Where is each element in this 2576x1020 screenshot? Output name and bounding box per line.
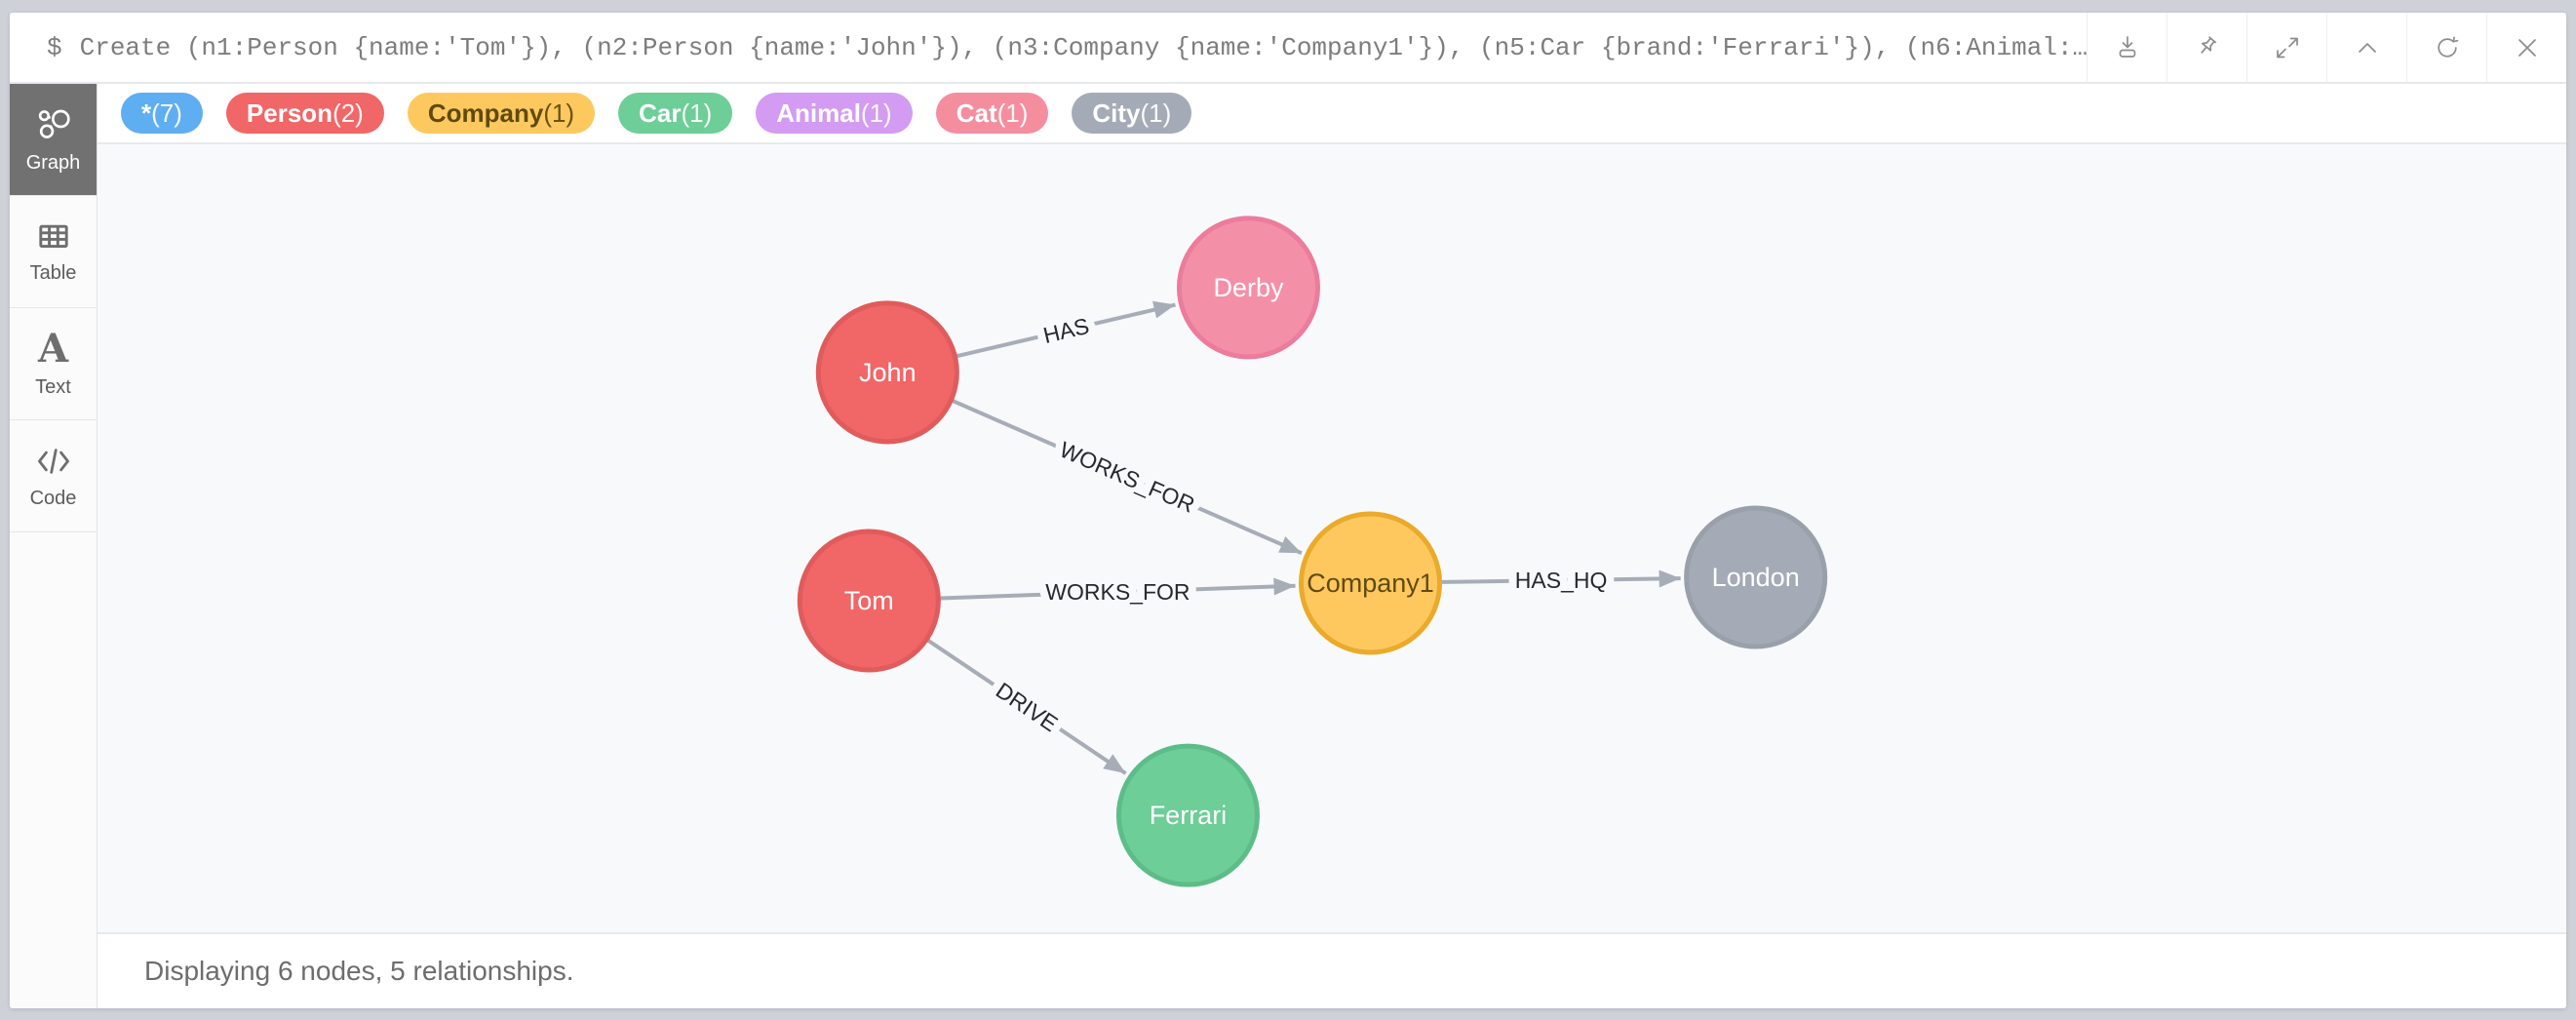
legend-pill-company[interactable]: Company(1) [407, 93, 596, 134]
download-button[interactable] [2087, 13, 2166, 82]
graph-canvas[interactable]: HAS WORKS_FOR WORKS_FOR HAS_HQ DRIVE John Derb… [98, 144, 2566, 932]
edge-label-drive: DRIVE [992, 678, 1063, 737]
graph-node-derby[interactable]: Derby [1176, 216, 1320, 360]
node-label-john: John [859, 358, 917, 387]
text-icon: A [37, 325, 69, 372]
close-button[interactable] [2486, 13, 2566, 82]
legend-pill-person[interactable]: Person(2) [225, 93, 384, 134]
query-header: $ Create (n1:Person {name:'Tom'}), (n2:P… [10, 13, 2566, 84]
tab-code[interactable]: Code [10, 420, 97, 532]
graph-view: *(7) Person(2) Company(1) Car(1) Animal(1) Ca… [98, 84, 2566, 1008]
tab-text[interactable]: A Text [10, 308, 97, 420]
graph-node-tom[interactable]: Tom [797, 529, 941, 673]
edge-drive-tom-ferrari[interactable] [926, 639, 1127, 775]
expand-button[interactable] [2246, 13, 2326, 82]
tab-table-label: Table [29, 261, 77, 284]
pin-button[interactable] [2166, 13, 2246, 82]
code-icon [37, 448, 69, 474]
graph-node-london[interactable]: London [1684, 505, 1828, 649]
edge-label-works_for: WORKS_FOR [1045, 579, 1190, 605]
view-switcher: Graph Table A Text Code [10, 84, 98, 1008]
tab-table[interactable]: Table [10, 196, 97, 308]
edge-works_for-john-company1[interactable] [952, 399, 1303, 556]
legend-pill-city[interactable]: City(1) [1072, 93, 1192, 134]
refresh-icon [2437, 36, 2458, 58]
status-text: Displaying 6 nodes, 5 relationships. [144, 956, 574, 986]
graph-node-company1[interactable]: Company1 [1298, 511, 1443, 655]
edge-label-has: HAS [1040, 313, 1091, 348]
chevron-up-icon [2358, 42, 2376, 53]
collapse-button[interactable] [2326, 13, 2406, 82]
result-frame: $ Create (n1:Person {name:'Tom'}), (n2:P… [10, 13, 2566, 1008]
node-label-london: London [1712, 563, 1800, 592]
graph-icon [38, 109, 70, 138]
status-bar: Displaying 6 nodes, 5 relationships. [98, 932, 2566, 1008]
edge-has_hq-company1-london[interactable] [1441, 569, 1681, 588]
node-label-company1: Company1 [1307, 569, 1434, 598]
expand-icon [2276, 37, 2298, 58]
edge-has-john-derby[interactable] [956, 300, 1176, 359]
download-icon [2119, 35, 2135, 58]
frame-content: Graph Table A Text Code [10, 84, 2566, 1008]
graph-node-john[interactable]: John [815, 300, 959, 445]
graph-svg: HAS WORKS_FOR WORKS_FOR HAS_HQ DRIVE John Derb… [797, 216, 1828, 887]
rerun-button[interactable] [2406, 13, 2486, 82]
node-label-derby: Derby [1213, 273, 1284, 302]
query-editor[interactable]: $ Create (n1:Person {name:'Tom'}), (n2:P… [10, 13, 2087, 82]
graph-node-ferrari[interactable]: Ferrari [1115, 743, 1260, 887]
legend-row: *(7) Person(2) Company(1) Car(1) Animal(1) Ca… [98, 84, 2566, 144]
legend-pill-all[interactable]: *(7) [121, 93, 203, 134]
tab-text-label: Text [35, 375, 71, 398]
edge-label-has_hq: HAS_HQ [1515, 568, 1608, 593]
node-label-tom: Tom [844, 586, 894, 615]
tab-graph[interactable]: Graph [10, 84, 97, 196]
table-icon [38, 224, 68, 248]
query-text: Create (n1:Person {name:'Tom'}), (n2:Per… [79, 32, 2087, 62]
prompt-symbol: $ [47, 32, 62, 62]
edge-works_for-tom-company1[interactable] [940, 577, 1296, 601]
edge-label-works_for: WORKS_FOR [1056, 437, 1198, 518]
close-icon [2517, 38, 2536, 57]
legend-pill-car[interactable]: Car(1) [618, 93, 733, 134]
node-label-ferrari: Ferrari [1150, 801, 1228, 830]
legend-pill-animal[interactable]: Animal(1) [756, 93, 913, 134]
pin-icon [2200, 35, 2216, 54]
tab-code-label: Code [29, 487, 77, 509]
tab-graph-label: Graph [25, 151, 81, 174]
frame-toolbar [2087, 13, 2566, 82]
legend-pill-cat[interactable]: Cat(1) [935, 93, 1049, 134]
